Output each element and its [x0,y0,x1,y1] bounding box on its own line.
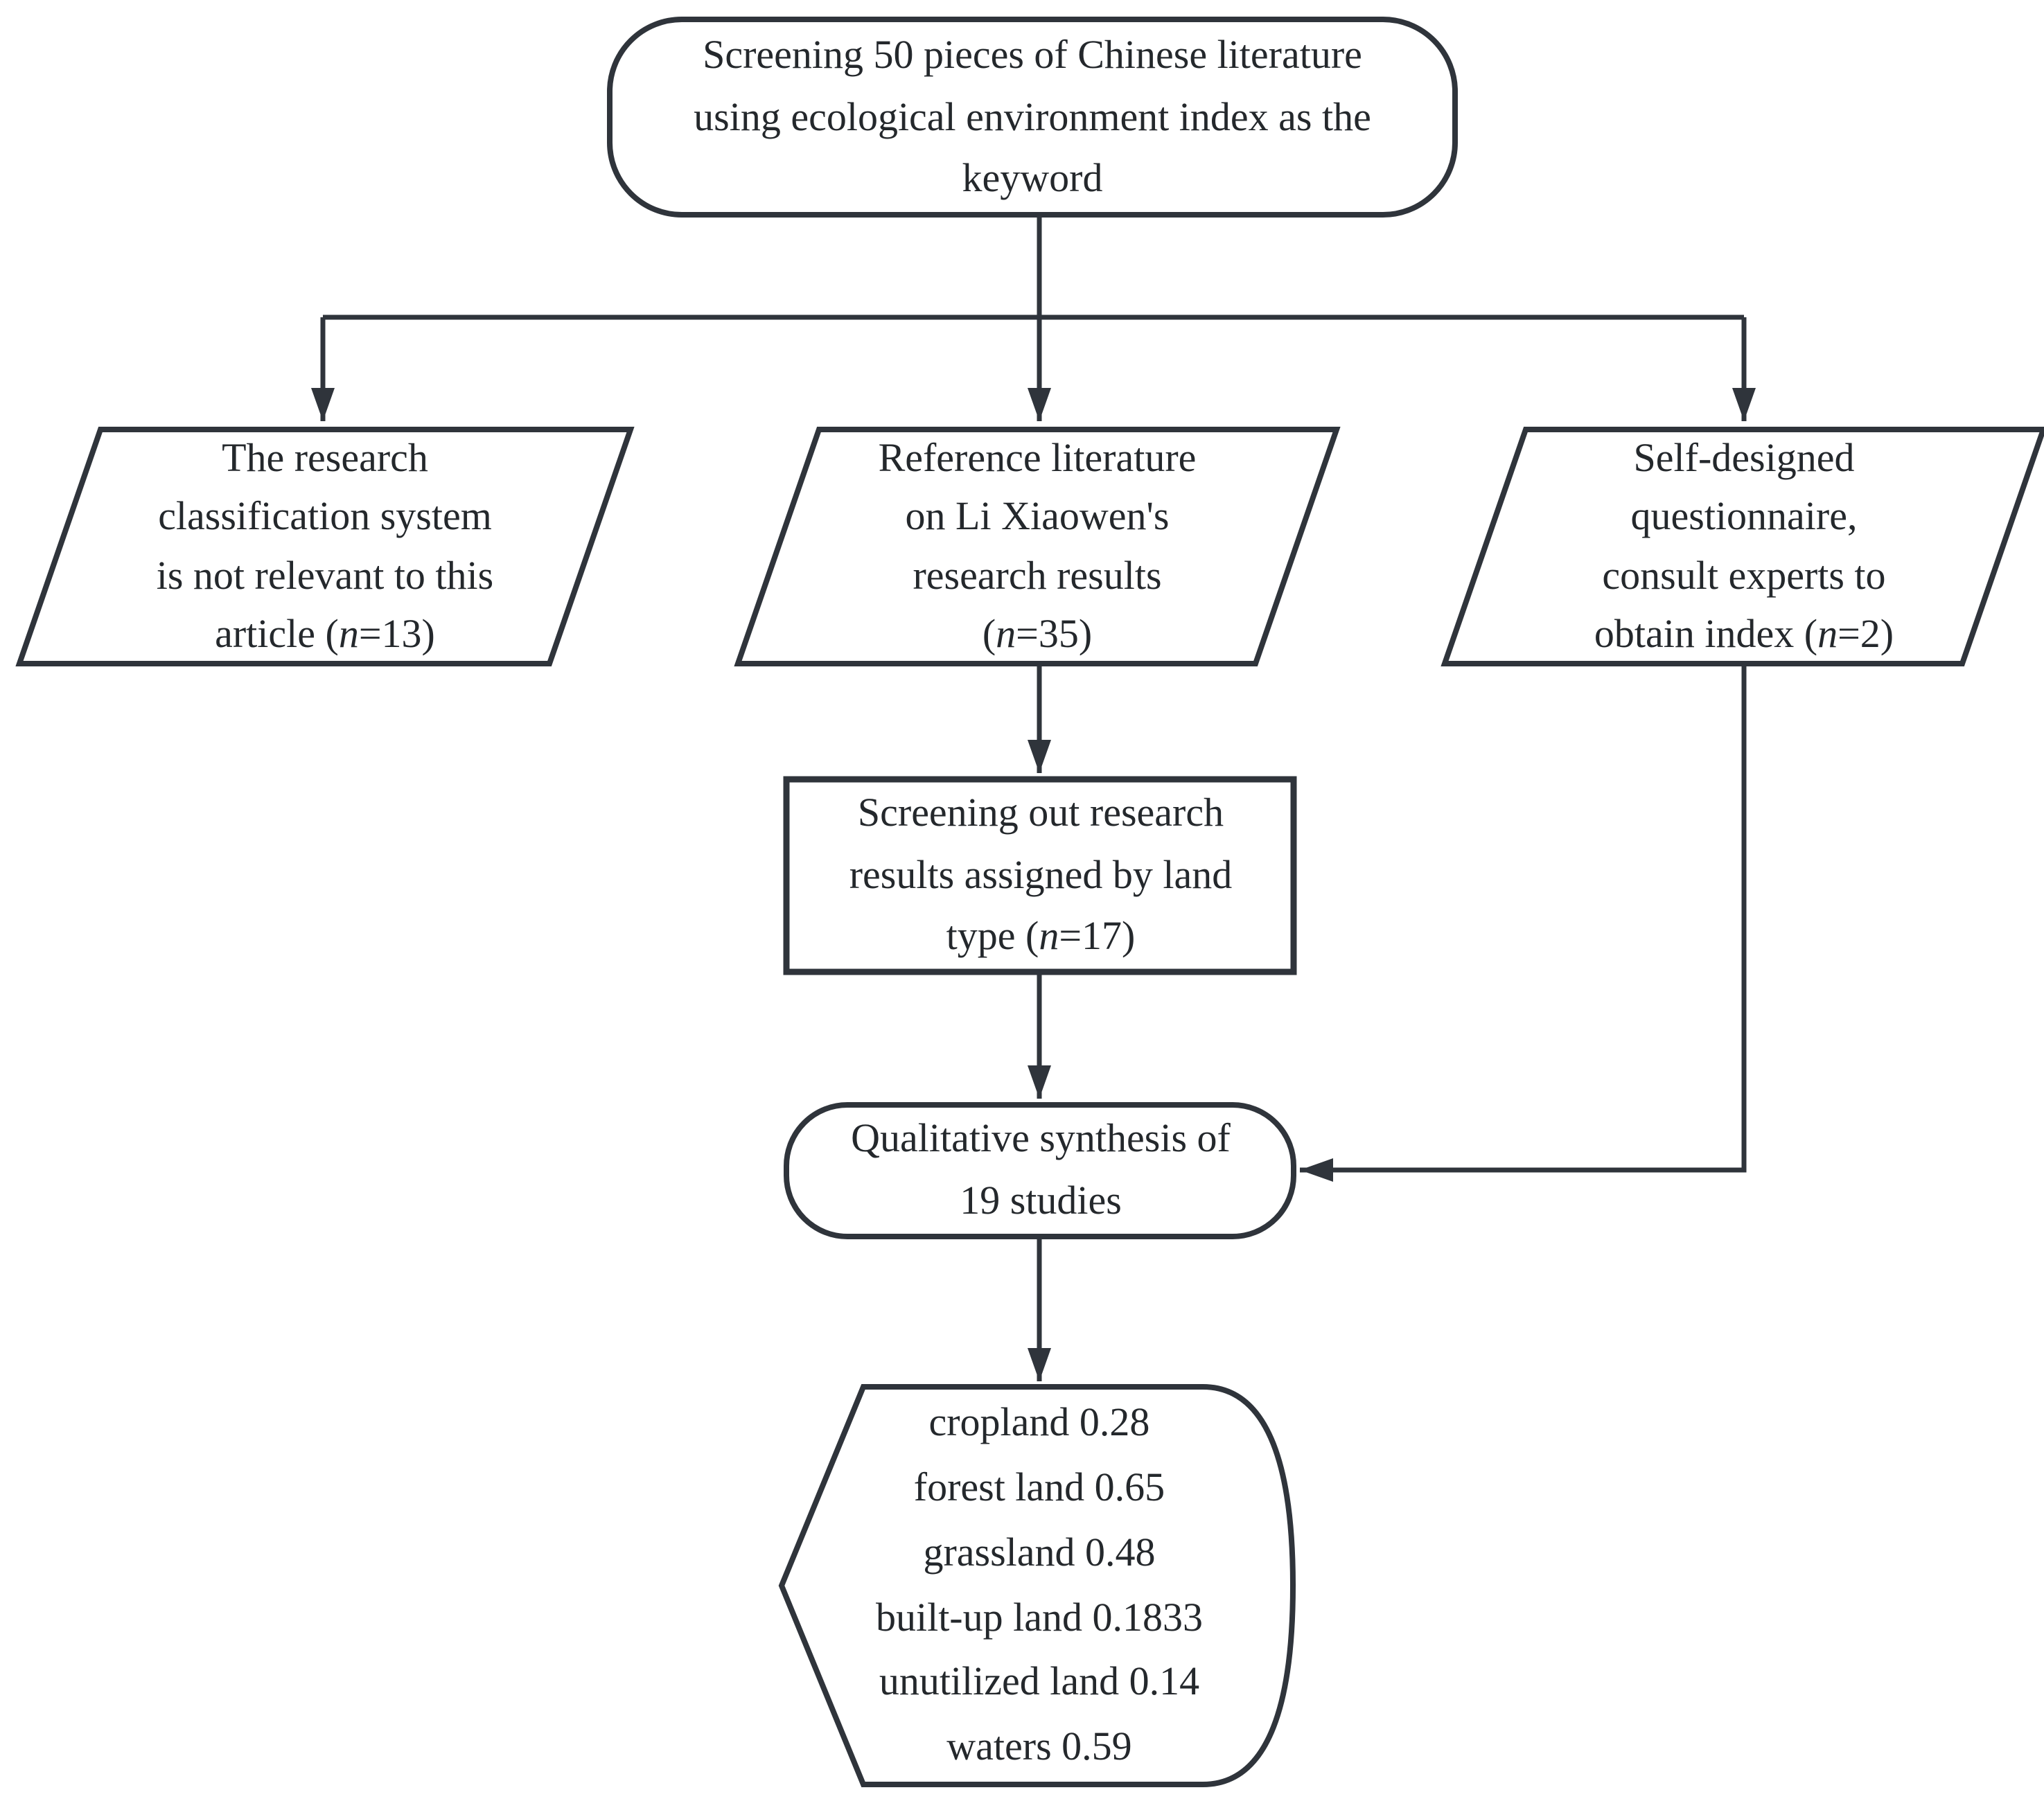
start-node-shape [607,17,1458,218]
start-node-label: Screening 50 pieces of Chinese literatur… [694,33,1371,202]
reference-node-shape [734,427,1341,666]
result-node: cropland 0.28 forest land 0.65 grassland… [811,1390,1268,1782]
excluded-node: The research classification system is no… [19,432,631,661]
synthesis-node-label: Qualitative synthesis of 19 studies [851,1117,1231,1223]
screening-node-shape [783,776,1297,975]
screening-node-label: Screening out research results assigned … [849,790,1233,959]
synthesis-node: Qualitative synthesis of 19 studies [790,1107,1292,1234]
reference-node-label: Reference literature on Li Xiaowen's res… [878,436,1197,657]
questionnaire-node: Self-designed questionnaire, consult exp… [1444,432,2044,661]
reference-node: Reference literature on Li Xiaowen's res… [737,432,1337,661]
start-node: Screening 50 pieces of Chinese literatur… [617,22,1448,213]
arrow-questionnaire-to-synthesis [1300,664,1747,1182]
screening-node: Screening out research results assigned … [790,781,1292,970]
excluded-node-label: The research classification system is no… [156,436,494,657]
questionnaire-node-shape [1441,427,2044,666]
questionnaire-node-label: Self-designed questionnaire, consult exp… [1594,436,1894,657]
result-node-label: cropland 0.28 forest land 0.65 grassland… [875,1400,1203,1770]
excluded-node-shape [15,427,635,666]
result-node-shape [778,1384,1296,1787]
